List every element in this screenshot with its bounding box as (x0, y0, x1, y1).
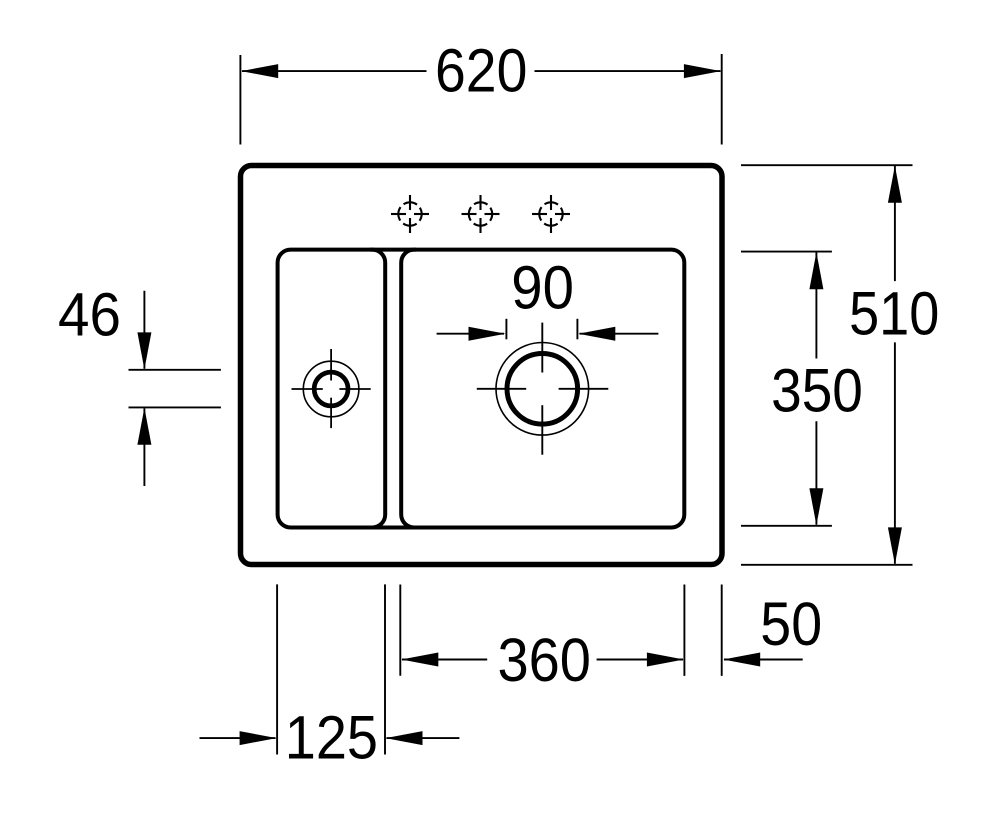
svg-text:620: 620 (435, 37, 527, 105)
svg-text:90: 90 (511, 253, 574, 321)
svg-text:125: 125 (285, 703, 378, 771)
svg-text:510: 510 (849, 279, 939, 347)
svg-text:350: 350 (771, 356, 863, 424)
svg-text:360: 360 (497, 626, 590, 694)
svg-text:46: 46 (58, 280, 121, 348)
svg-text:50: 50 (760, 590, 822, 658)
